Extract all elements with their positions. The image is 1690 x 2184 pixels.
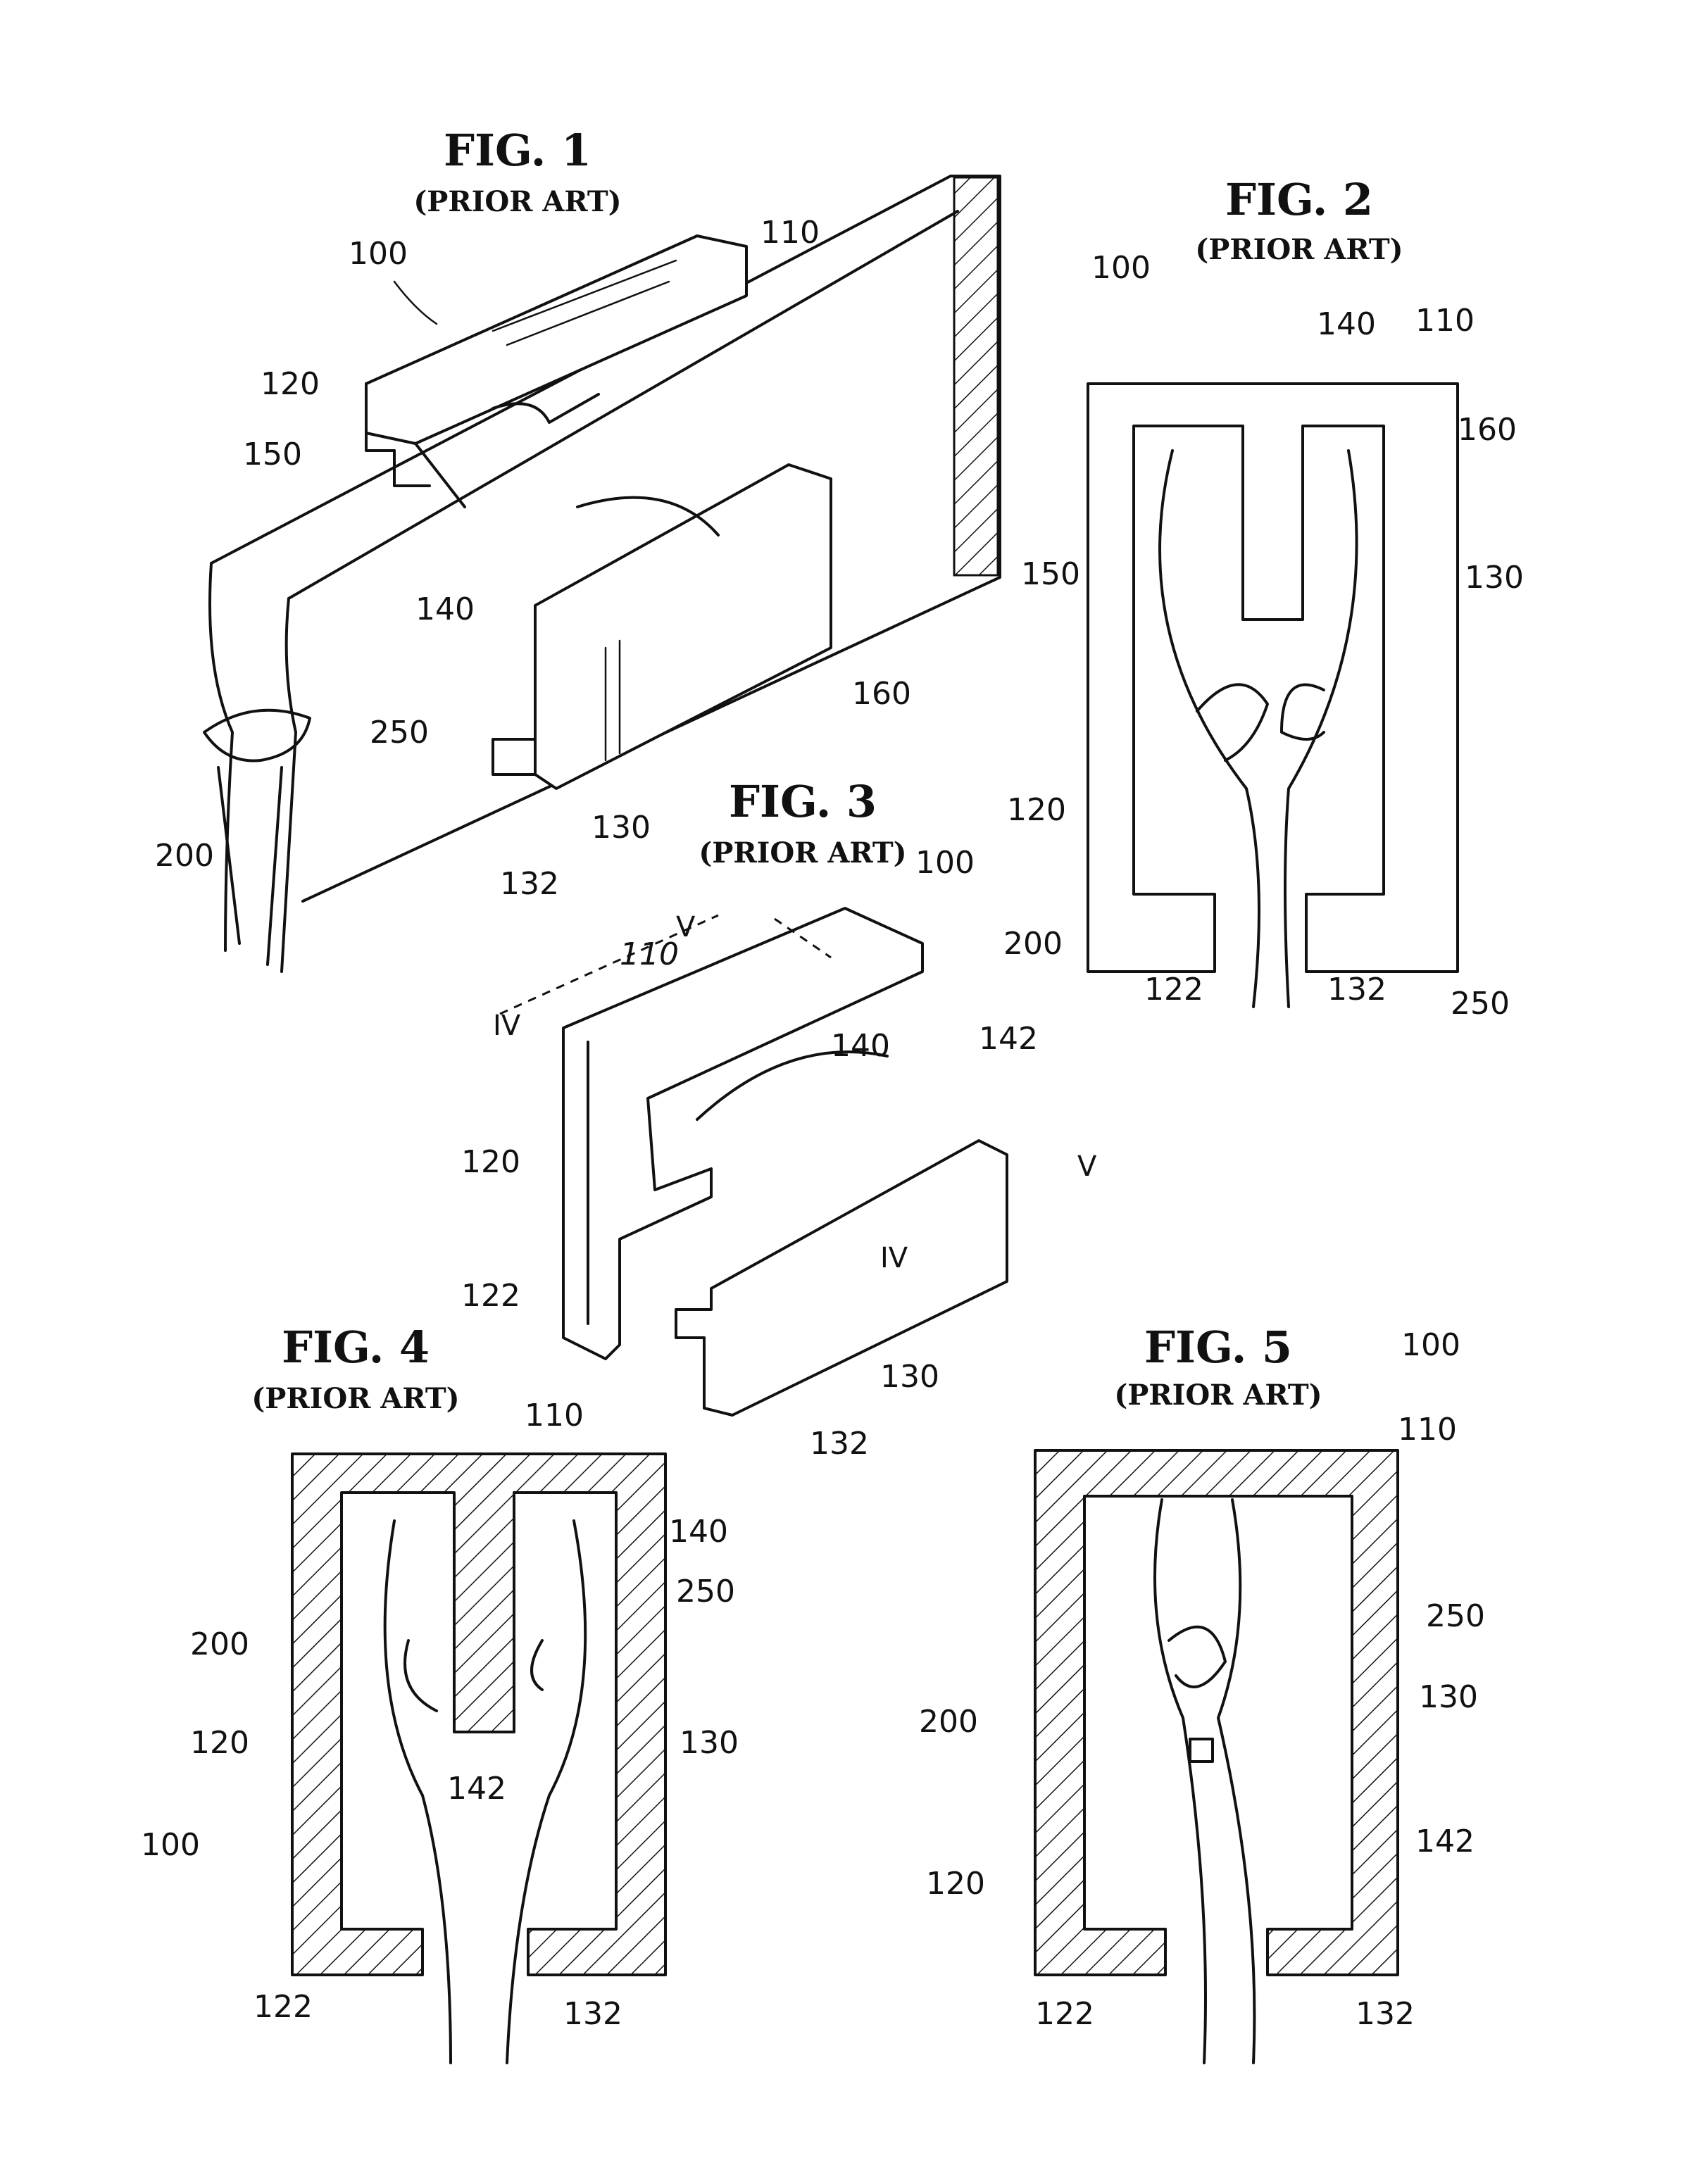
fig2-subtitle: (PRIOR ART) [1195,233,1403,266]
fig1-ref-110: 110 [760,215,820,251]
fig2-strip-right [1285,451,1357,1007]
fig5-title: FIG. 5 [1144,1322,1292,1373]
fig4-ref-122: 122 [254,1989,313,2025]
fig4-ref-132: 132 [563,1996,622,2032]
fig1-ref-160: 160 [852,676,911,712]
fig1-ref-120: 120 [261,366,320,402]
fig5-ref-250: 250 [1426,1598,1485,1634]
fig1-ref-250: 250 [370,715,429,751]
fig3-ref-140: 140 [831,1028,890,1064]
fig2-ref-250: 250 [1451,986,1510,1022]
figure-5: FIG. 5 (PRIOR ART) 100 110 250 130 200 1… [919,1322,1485,2063]
fig5-ref-120: 120 [926,1866,985,1902]
fig4-ref-140: 140 [669,1514,728,1550]
fig4-closure-section [292,1454,665,1975]
fig2-ref-120: 120 [1007,792,1066,828]
fig4-title: FIG. 4 [282,1322,430,1373]
fig3-ref-110: 110 [620,936,679,972]
fig1-subtitle: (PRIOR ART) [413,185,621,218]
fig2-ref-100: 100 [1091,250,1151,286]
fig2-ref-130: 130 [1465,560,1524,596]
fig5-rib-142 [1190,1739,1213,1762]
fig1-ref-132: 132 [500,866,559,902]
fig2-ref-150: 150 [1021,556,1080,592]
fig1-closure-right [493,465,831,789]
fig1-ref-100: 100 [349,236,408,272]
fig1-title: FIG. 1 [444,125,592,176]
fig4-hook-left [405,1640,437,1711]
fig5-ref-200: 200 [919,1704,978,1740]
fig3-closure-right [676,1141,1007,1415]
fig2-ref-132: 132 [1327,972,1387,1008]
fig2-ref-200: 200 [1003,926,1063,962]
fig2-ref-110: 110 [1415,303,1475,339]
fig3-subtitle: (PRIOR ART) [699,836,906,870]
fig1-closure-left [366,236,746,507]
fig3-sec-v-top: V [676,911,696,943]
fig3-ref-122: 122 [461,1278,520,1314]
fig3-ref-100: 100 [915,845,975,881]
fig5-strip-right [1218,1500,1254,2063]
fig3-ref-130: 130 [880,1359,939,1395]
fig5-closure-section [1035,1450,1398,1975]
fig4-subtitle: (PRIOR ART) [251,1382,459,1415]
fig4-ref-142: 142 [447,1771,506,1807]
fig4-ref-110: 110 [525,1398,584,1433]
fig2-ref-140: 140 [1317,306,1376,342]
fig5-ref-130: 130 [1419,1679,1478,1715]
fig5-subtitle: (PRIOR ART) [1114,1379,1322,1412]
fig1-ref-130: 130 [592,810,651,846]
fig3-ref-132: 132 [810,1426,869,1462]
fig3-ref-142: 142 [979,1021,1038,1057]
fig5-ref-122: 122 [1035,1996,1094,2032]
fig4-ref-120: 120 [190,1725,249,1761]
fig2-title: FIG. 2 [1225,174,1373,225]
fig2-ref-122: 122 [1144,972,1203,1008]
fig1-ref-140: 140 [415,591,475,627]
fig1-ref-150: 150 [243,437,302,472]
fig3-sec-iv-left: IV [493,1010,521,1042]
fig2-ref-160: 160 [1458,412,1517,448]
fig5-ref-110: 110 [1398,1412,1457,1448]
fig3-ref-120: 120 [461,1144,520,1180]
fig4-strip-left [385,1521,451,2063]
fig3-title: FIG. 3 [729,776,877,827]
fig2-closure-outline [1088,384,1458,972]
fig4-ref-100: 100 [141,1827,200,1863]
fig4-ref-130: 130 [680,1725,739,1761]
fig4-ref-250: 250 [676,1574,735,1609]
fig3-sec-v-right: V [1077,1150,1097,1183]
fig5-ref-132: 132 [1356,1996,1415,2032]
fig5-ref-100: 100 [1401,1327,1460,1363]
fig3-sec-iv-right: IV [880,1242,908,1274]
fig1-leader-100 [394,282,437,324]
figure-4: FIG. 4 (PRIOR ART) 110 140 250 200 120 1… [141,1322,739,2063]
figure-2: FIG. 2 (PRIOR ART) 100 140 110 160 150 1… [1003,174,1524,1022]
fig5-strip-left [1155,1500,1206,2063]
fig5-ref-142: 142 [1415,1824,1475,1859]
fig1-ref-200: 200 [155,838,214,874]
fig4-ref-200: 200 [190,1626,249,1662]
fig4-strip-right [507,1521,585,2063]
fig5-interlock [1169,1627,1225,1687]
fig2-hook-left [1197,684,1268,760]
fig4-hook-right [532,1640,542,1690]
